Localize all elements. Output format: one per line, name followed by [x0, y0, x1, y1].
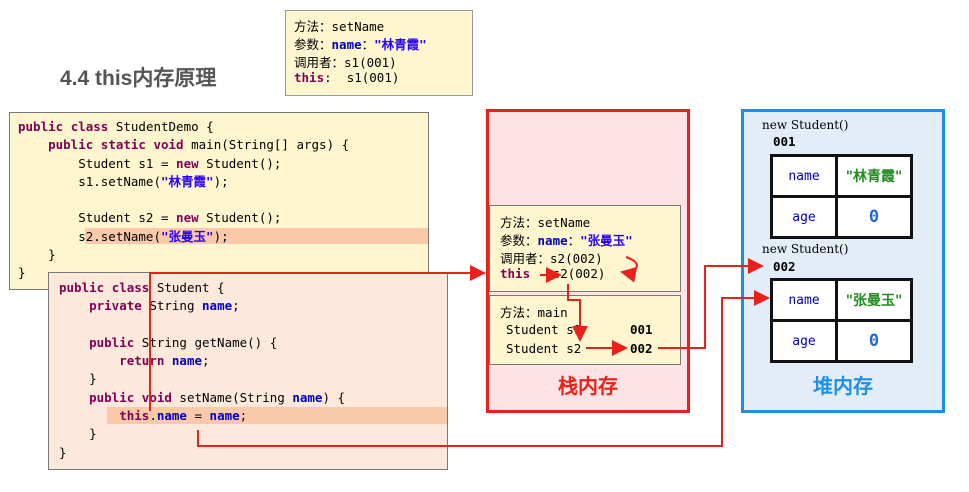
code-line: s2.setName("张曼玉"); [18, 228, 229, 244]
frame-caller-label: 调用者： [500, 251, 551, 266]
code-line: } [18, 265, 26, 281]
field-name-label: name [770, 154, 838, 198]
heap-memory-label: 堆内存 [813, 374, 873, 398]
field-age-label: age [770, 195, 838, 239]
frame-method-line: 方法：setName [500, 212, 590, 231]
student-class-code: public class Student { private String na… [48, 272, 448, 470]
note-caller-label: 调用者： [294, 55, 345, 70]
note-param-line: 参数：name："林青霞" [294, 34, 427, 53]
code-line: } [59, 371, 97, 387]
note-caller: s1(001) [344, 55, 397, 70]
arrow-setname-call [149, 265, 486, 411]
page-title: 4.4 this内存原理 [60, 67, 217, 90]
note-method-label: 方法： [294, 19, 332, 34]
code-line: s1.setName("林青霞"); [18, 173, 229, 189]
main-method: main [537, 305, 568, 320]
arrow-this-name-to-heap [197, 290, 770, 447]
code-line: public class Student { [59, 280, 225, 295]
code-line: } [18, 247, 56, 263]
arrow-s2-to-heap [658, 258, 764, 349]
frame-param-label: 参数： [500, 233, 538, 248]
note-caller-line: 调用者：s1(001) [294, 52, 397, 71]
frame-caller: s2(002) [550, 251, 603, 266]
heap-new-label-2: new Student() [762, 242, 849, 256]
note-param-name: name [331, 37, 362, 52]
frame-param-value: "张曼玉" [580, 233, 633, 248]
frame-caller-line: 调用者：s2(002) [500, 248, 603, 267]
note-method: setName [331, 19, 385, 34]
note-this-value: s1(001) [346, 70, 400, 85]
main-method-label: 方法： [500, 305, 538, 320]
frame-this-label: this [500, 266, 531, 281]
code-line: public String getName() { [89, 334, 278, 350]
note-this-label: this [294, 70, 325, 85]
arrow-this-down-to-main [567, 284, 588, 342]
setname-stack-frame: 方法：setName 参数：name："张曼玉" 调用者：s2(002) thi… [489, 205, 681, 292]
main-method-line: 方法：main [500, 302, 568, 321]
var-s2-value: 002 [630, 341, 653, 356]
field-age-value: 0 [835, 319, 913, 363]
field-name-value: "张曼玉" [835, 278, 913, 322]
var-s1-value: 001 [630, 322, 653, 337]
frame-this-line: this s2(002) [500, 266, 605, 281]
student-demo-lines: public class StudentDemo { public static… [18, 118, 349, 283]
student-demo-code: public class StudentDemo { public static… [9, 112, 429, 290]
stack-memory-label: 栈内存 [558, 374, 618, 398]
frame-this-value: s2(002) [552, 266, 606, 281]
note-param-label: 参数： [294, 37, 332, 52]
student-class-lines: public class Student { private String na… [59, 279, 345, 462]
code-line: public class StudentDemo { [18, 119, 214, 134]
arrow-caller-curl [620, 256, 638, 283]
frame-method-label: 方法： [500, 215, 538, 230]
heap-address-2: 002 [773, 259, 796, 274]
heap-address-1: 001 [773, 134, 796, 149]
note-colon: ： [361, 37, 375, 52]
note-param-value: "林青霞" [374, 37, 427, 52]
var-s2-name: Student s2 [506, 341, 582, 356]
frame-param-line: 参数：name："张曼玉" [500, 230, 633, 249]
highlight-s2-setname [85, 228, 428, 244]
method-call-note: 方法：setName 参数：name："林青霞" 调用者：s1(001) thi… [285, 10, 473, 96]
code-line: this.name = name; [119, 408, 248, 424]
code-line: } [59, 444, 67, 460]
code-line: Student s2 = new Student(); [18, 210, 282, 226]
field-name-value: "林青霞" [835, 154, 913, 198]
highlight-this-name [107, 407, 447, 424]
note-method-line: 方法：setName [294, 16, 384, 35]
heap-new-label-1: new Student() [762, 118, 849, 132]
field-name-label: name [770, 278, 838, 322]
code-line: } [59, 426, 97, 442]
frame-param-name: name [537, 233, 568, 248]
field-age-label: age [770, 319, 838, 363]
field-age-value: 0 [835, 195, 913, 239]
frame-colon: ： [567, 233, 581, 248]
code-line: return name; [119, 353, 210, 369]
frame-method: setName [537, 215, 591, 230]
code-line: public void setName(String name) { [89, 389, 346, 405]
code-line: public static void main(String[] args) { [48, 137, 350, 153]
code-line: Student s1 = new Student(); [18, 155, 282, 171]
code-line: private String name; [89, 298, 240, 314]
note-this-line: this: s1(001) [294, 70, 400, 85]
